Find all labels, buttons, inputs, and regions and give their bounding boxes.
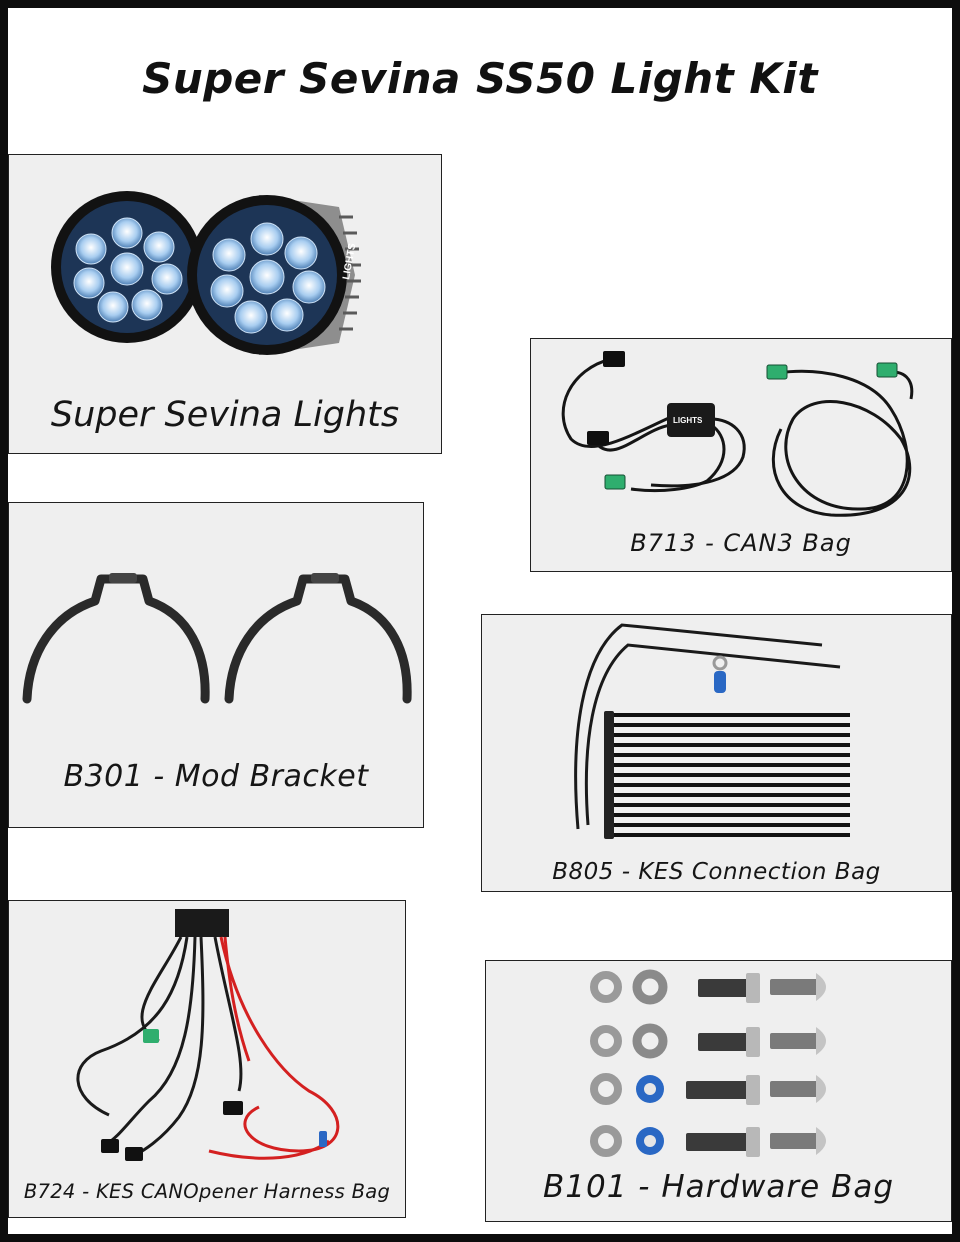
green-connector (876, 362, 898, 378)
can3-cable-illustration: LIGHTS (561, 351, 914, 517)
zip-tie-bundle (608, 713, 850, 837)
panel-canopener-harness-bag: B724 - KES CANOpener Harness Bag (8, 900, 406, 1218)
bracket-pair-illustration (22, 573, 412, 704)
harness-illustration (76, 909, 340, 1161)
product-sheet: Super Sevina SS50 Light Kit (8, 8, 952, 1234)
fuse-holder (223, 1101, 243, 1115)
green-connector (604, 474, 626, 490)
bracket-label: B301 - Mod Bracket (63, 759, 369, 794)
panel-can3-bag: LIGHTS B713 - CAN3 Bag (530, 338, 952, 572)
panel-kes-connection-bag: B805 - KES Connection Bag (481, 614, 952, 892)
light-right: LIGHTS (187, 195, 361, 355)
washer-row (590, 969, 668, 1157)
module-brand: LIGHTS (673, 416, 703, 425)
long-zip-tie (574, 623, 823, 830)
bracket-left (22, 574, 210, 704)
black-connector (603, 351, 625, 367)
panel-super-sevina-lights: LIGHTS Super Sevina Lights (8, 154, 442, 454)
hardware-label: B101 - Hardware Bag (542, 1169, 895, 1205)
can3-label: B713 - CAN3 Bag (630, 529, 852, 557)
black-connector (125, 1147, 143, 1161)
panel-hardware-bag: B101 - Hardware Bag (485, 960, 952, 1222)
can3-module: LIGHTS (667, 403, 715, 437)
hardware-illustration (590, 969, 826, 1157)
ring-terminal (712, 655, 728, 693)
zip-ties-illustration (574, 623, 850, 839)
blue-terminal (319, 1131, 327, 1147)
panel-mod-bracket: B301 - Mod Bracket (8, 502, 424, 828)
button-screw-column (770, 973, 826, 1155)
light-left (51, 191, 203, 343)
harness-label: B724 - KES CANOpener Harness Bag (23, 1180, 391, 1203)
hex-bolt-column (686, 973, 760, 1157)
page-title: Super Sevina SS50 Light Kit (142, 54, 818, 103)
light-pair-illustration: LIGHTS (51, 191, 361, 355)
black-connector (587, 431, 609, 445)
kes-label: B805 - KES Connection Bag (552, 859, 881, 885)
green-connector (766, 364, 788, 380)
long-zip-tie (584, 643, 841, 826)
black-connector (101, 1139, 119, 1153)
bracket-right (224, 574, 412, 704)
lights-label: Super Sevina Lights (50, 395, 400, 435)
green-connector (143, 1029, 159, 1043)
harness-junction-box (175, 909, 229, 937)
